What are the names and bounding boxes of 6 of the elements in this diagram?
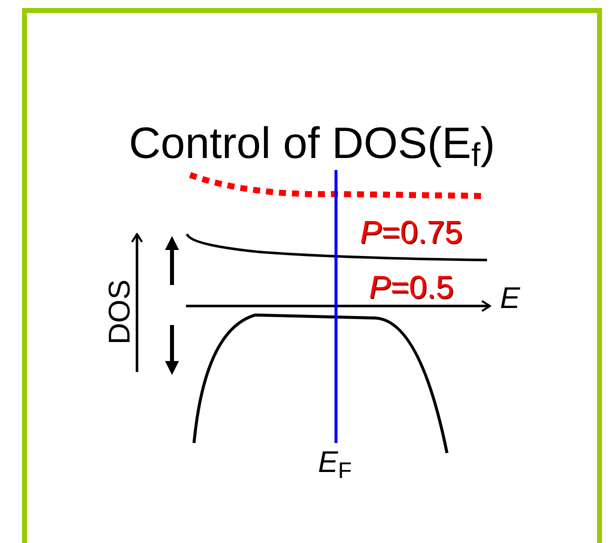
fermi-level-label: E$_{F}$	[318, 448, 352, 478]
title: Control of DOS(E$_{f}$)	[128, 122, 496, 166]
axis-label: DOS	[106, 280, 136, 344]
curve-label: P=0.75	[360, 216, 462, 248]
axis-label: E	[500, 284, 520, 314]
curve-label: P=0.5	[369, 271, 454, 303]
